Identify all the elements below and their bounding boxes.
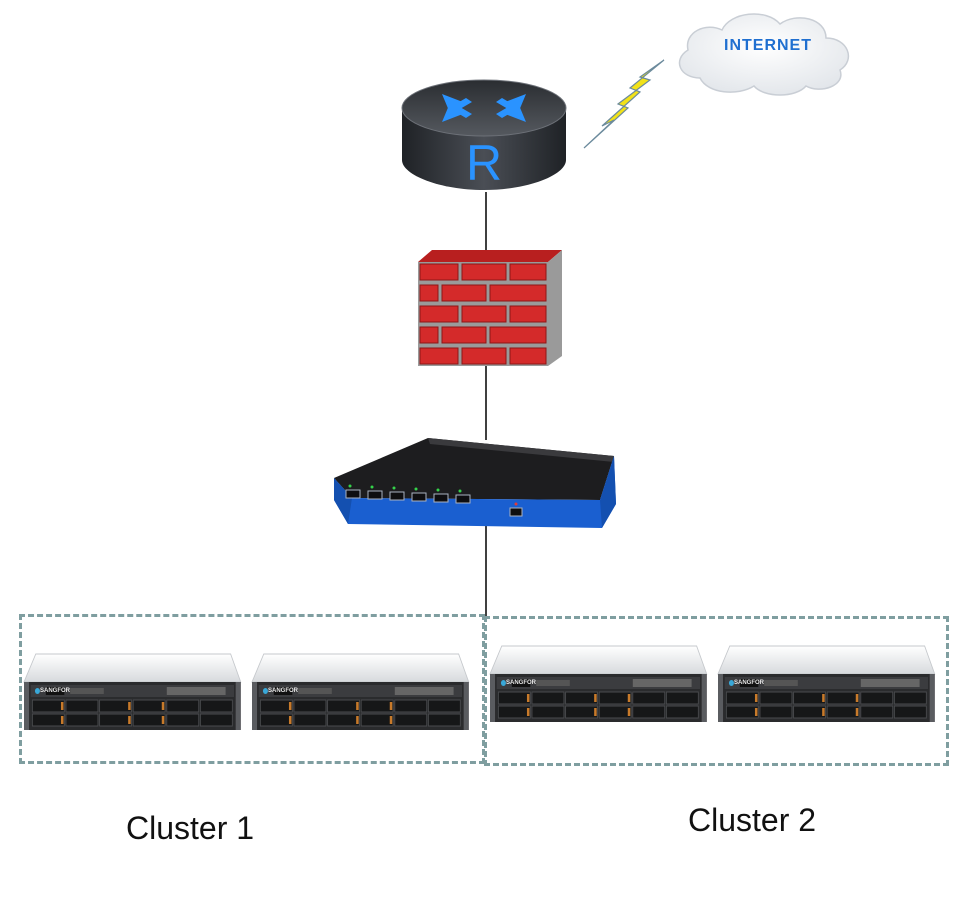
server-brand: SANGFOR [40, 688, 71, 694]
cluster-2-label: Cluster 2 [688, 802, 817, 838]
switch-icon [334, 438, 616, 528]
cloud-icon [678, 13, 850, 96]
cluster-1-label: Cluster 1 [126, 810, 255, 846]
router-icon [401, 79, 567, 190]
cluster-2-box [484, 616, 949, 766]
lightning-icon [583, 59, 665, 149]
server-brand: SANGFOR [268, 688, 299, 694]
cluster-1-box [19, 614, 485, 764]
server-brand: SANGFOR [734, 680, 765, 686]
server-brand: SANGFOR [506, 680, 537, 686]
router-letter: R [466, 135, 502, 191]
firewall-icon [418, 250, 562, 366]
internet-label: INTERNET [724, 37, 812, 54]
